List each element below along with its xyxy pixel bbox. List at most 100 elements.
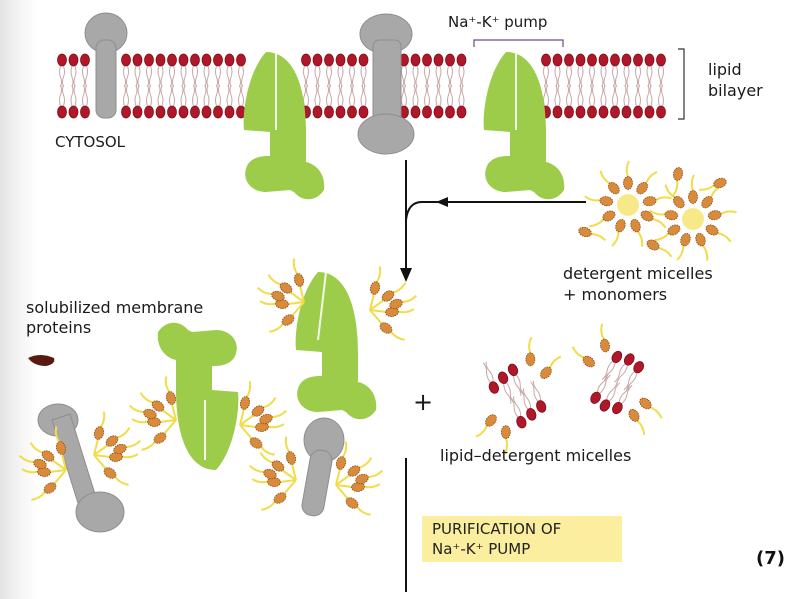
lipid-molecule-inner (190, 84, 200, 119)
lipid-molecule-inner (633, 84, 643, 119)
lipid-molecule-outer (358, 53, 369, 88)
lipid-molecule-inner (324, 84, 334, 119)
lipid-molecule-outer (456, 53, 467, 88)
figure-number: (7) (756, 548, 785, 569)
solubilized-gray-protein-1 (18, 403, 142, 533)
lipid-detergent-micelle-1 (472, 336, 565, 456)
lipid-molecule-inner (224, 84, 235, 119)
lipid-molecule-inner (132, 84, 143, 119)
lipid-molecule-outer (201, 53, 212, 88)
lipid-molecule-inner (598, 84, 609, 119)
lipid-molecule-inner (335, 84, 346, 119)
arrow-head-left (436, 197, 448, 207)
lipid-molecule-outer (552, 53, 563, 88)
pump-bracket (473, 39, 564, 47)
lipid-molecule-inner (610, 84, 620, 119)
lipid-molecule-inner (121, 84, 131, 119)
lipid-molecule-outer (68, 53, 79, 88)
lipid-molecule-outer (410, 53, 421, 88)
pump-label: Na⁺-K⁺ pump (448, 13, 548, 31)
lipid-molecule-outer (144, 53, 154, 88)
purification-label-line2: Na⁺-K⁺ PUMP (432, 540, 531, 558)
lipid-molecule-outer (80, 53, 90, 88)
lipid-molecule-inner (575, 84, 586, 119)
solubilized-label-line1: solubilized membrane (26, 298, 204, 317)
lipid-molecule-inner (656, 84, 666, 119)
lipid-molecule-outer (598, 53, 609, 88)
purification-label-line1: PURIFICATION OF (432, 520, 562, 538)
lipid-molecule-inner (433, 84, 444, 119)
lipid-molecule-outer (656, 53, 666, 88)
lipid-molecule-inner (422, 84, 432, 119)
lipid-detergent-label: lipid–detergent micelles (440, 446, 632, 465)
lipid-molecule-outer (335, 53, 346, 88)
lipid-molecule-outer (324, 53, 334, 88)
lipid-molecule-outer (564, 53, 574, 88)
lipid-molecule-outer (422, 53, 432, 88)
lipid-molecule-inner (57, 84, 67, 119)
lipid-molecule-outer (167, 53, 177, 88)
lipid-molecule-inner (644, 84, 655, 119)
lipid-molecule-outer (224, 53, 235, 88)
na-k-pump-protein-2 (483, 52, 565, 200)
lipid-bilayer-label-line2: bilayer (708, 81, 763, 100)
stray-fragment (28, 355, 55, 366)
lipid-molecule-outer (178, 53, 189, 88)
lipid-molecule-inner (178, 84, 189, 119)
lipid-molecule-outer (312, 53, 323, 88)
lipid-molecule-outer (155, 53, 166, 88)
lipid-molecule-outer (132, 53, 143, 88)
lipid-molecule-outer (121, 53, 131, 88)
lipid-molecule-outer (644, 53, 655, 88)
lipid-molecule-inner (167, 84, 177, 119)
lipid-molecule-outer (433, 53, 444, 88)
solubilized-pump-1 (256, 258, 418, 420)
lipid-molecule-outer (575, 53, 586, 88)
lipid-molecule-inner (564, 84, 574, 119)
arrow-head-down (400, 268, 412, 282)
lipid-molecule-inner (347, 84, 357, 119)
membrane-protein-gray-2 (357, 13, 415, 155)
detergent-label-line1: detergent micelles (563, 264, 713, 283)
bilayer-bracket (678, 48, 685, 120)
plus-sign: + (413, 388, 434, 416)
solubilized-gray-protein-2 (248, 417, 384, 519)
process-arrow (405, 160, 586, 275)
lipid-molecule-outer (236, 53, 246, 88)
lipid-molecule-outer (445, 53, 455, 88)
lipid-molecule-inner (358, 84, 369, 119)
detergent-monomers (576, 165, 729, 261)
lipid-molecule-outer (587, 53, 597, 88)
lipid-molecule-inner (587, 84, 597, 119)
lipid-molecule-outer (347, 53, 357, 88)
lipid-molecule-inner (80, 84, 90, 119)
lipid-molecule-outer (190, 53, 200, 88)
lipid-molecule-outer (541, 53, 551, 88)
na-k-pump-protein-1 (243, 52, 325, 200)
lipid-molecule-inner (68, 84, 79, 119)
lipid-molecule-outer (301, 53, 311, 88)
lipid-bilayer-label-line1: lipid (708, 60, 742, 79)
lipid-molecule-outer (610, 53, 620, 88)
lipid-molecule-inner (201, 84, 212, 119)
lipid-molecule-inner (552, 84, 563, 119)
lipid-molecule-inner (445, 84, 455, 119)
lipid-molecule-inner (312, 84, 323, 119)
solubilized-pump-2 (128, 322, 288, 470)
lipid-detergent-micelle-2 (568, 322, 667, 438)
cytosol-label: CYTOSOL (55, 133, 126, 151)
lipid-molecule-inner (155, 84, 166, 119)
lipid-molecule-inner (213, 84, 223, 119)
detergent-label-line2: + monomers (563, 285, 668, 304)
purification-box: PURIFICATION OF Na⁺-K⁺ PUMP (422, 516, 622, 562)
lipid-molecule-inner (456, 84, 467, 119)
lipid-bilayer (57, 53, 666, 119)
lipid-molecule-outer (57, 53, 67, 88)
lipid-molecule-outer (621, 53, 632, 88)
lipid-molecule-outer (213, 53, 223, 88)
solubilized-label-line2: proteins (26, 318, 92, 337)
lipid-molecule-inner (621, 84, 632, 119)
lipid-molecule-inner (144, 84, 154, 119)
lipid-molecule-outer (633, 53, 643, 88)
